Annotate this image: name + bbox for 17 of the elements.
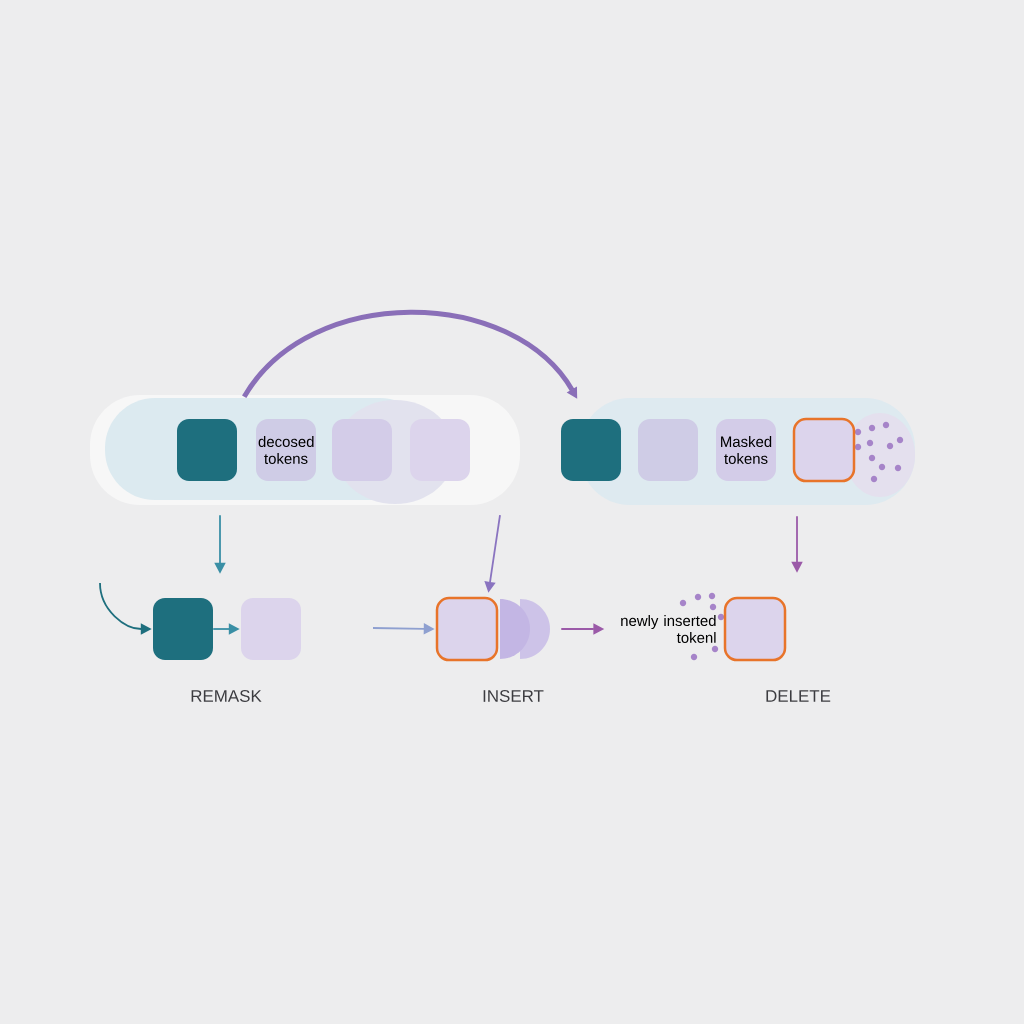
token-box (177, 419, 237, 481)
token-box (723, 596, 787, 662)
section-label: REMASK (191, 690, 262, 702)
section-label: DELETE (766, 690, 831, 702)
token-box (332, 419, 392, 481)
token-box: decosed tokens (256, 419, 316, 481)
token-box (153, 598, 213, 660)
token-box: Masked tokens (716, 419, 776, 481)
token-box (561, 419, 621, 481)
token-box (792, 417, 856, 483)
node-text: newly inserted tokenl (621, 615, 716, 643)
token-box (638, 419, 698, 481)
arrow (242, 309, 578, 399)
section-label: INSERT (483, 690, 544, 702)
token-box (410, 419, 470, 481)
token-box (435, 596, 499, 662)
token-box (241, 598, 301, 660)
